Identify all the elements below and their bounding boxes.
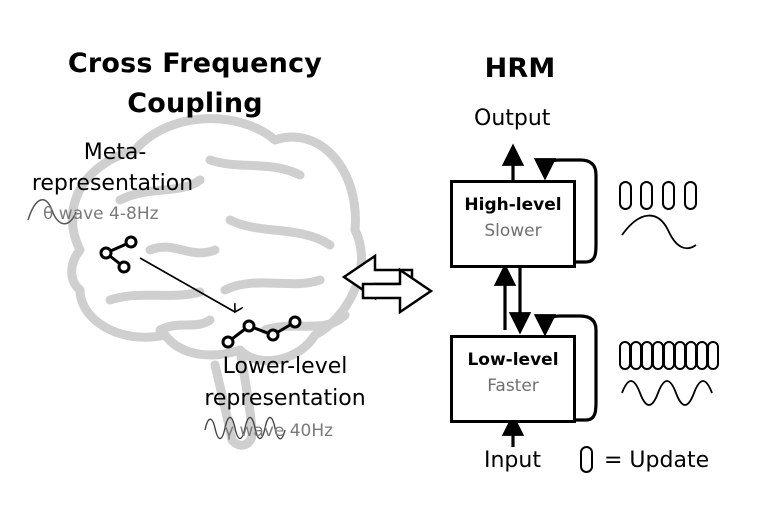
output-label: Output	[474, 106, 551, 131]
coupling-arrow	[139, 257, 235, 312]
left-title-line1: Cross Frequency	[67, 48, 323, 79]
low-level-box: Low-level Faster	[450, 335, 576, 423]
high-level-subtitle: Slower	[484, 221, 542, 241]
update-capsule-icon	[580, 446, 593, 473]
input-label: Input	[484, 448, 541, 473]
update-capsule-icon	[619, 181, 697, 210]
brain-icon	[67, 114, 366, 450]
theta-wave-icon	[27, 199, 77, 225]
sine-wave-icon	[621, 214, 697, 250]
update-capsule-icon	[619, 341, 719, 370]
meta-label-line2: representation	[31, 171, 194, 196]
gamma-wave-label: γ wave 40Hz	[224, 421, 334, 441]
high-level-title: High-level	[464, 195, 562, 215]
gamma-wave-icon	[204, 416, 286, 440]
legend-update-label: = Update	[604, 448, 710, 473]
lower-label-line1: Lower-level	[222, 354, 348, 379]
graph-node-icon	[99, 235, 138, 274]
graph-node-icon	[221, 315, 302, 349]
hrm-title: HRM	[484, 53, 556, 84]
high-level-box: High-level Slower	[450, 180, 576, 268]
meta-label-line1: Meta-	[83, 140, 147, 165]
double-arrow-icon	[341, 253, 434, 315]
low-level-subtitle: Faster	[487, 376, 539, 396]
low-level-title: Low-level	[467, 350, 559, 370]
sine-wave-icon	[621, 380, 713, 406]
theta-wave-label: θ wave 4-8Hz	[43, 204, 159, 224]
left-title-line2: Coupling	[127, 88, 263, 119]
lower-label-line2: representation	[204, 386, 366, 411]
